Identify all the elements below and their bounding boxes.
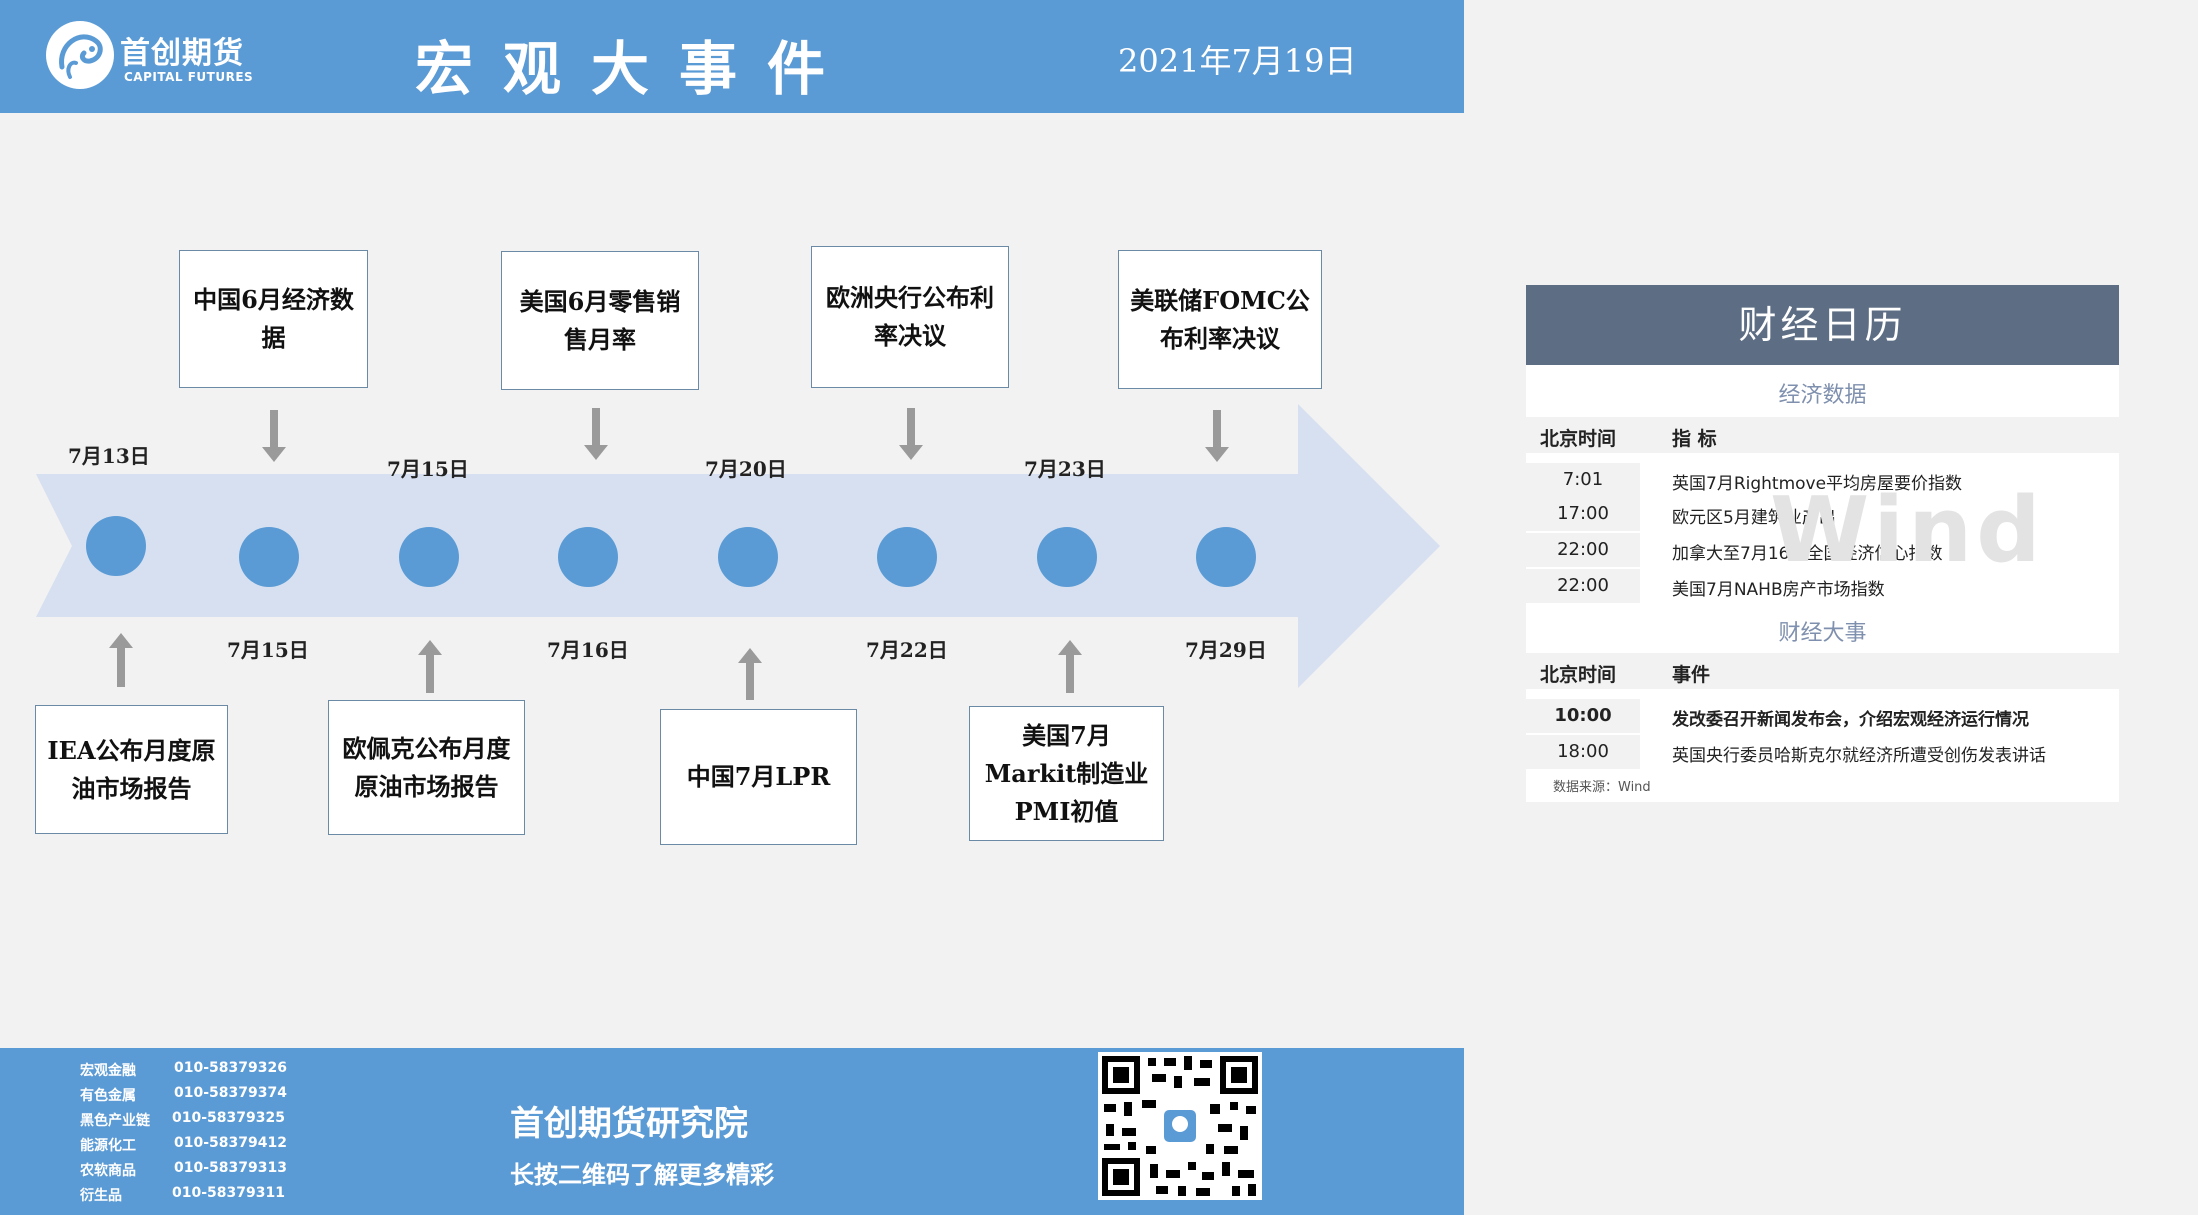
econ-time: 22:00: [1557, 539, 1609, 560]
contact-dept: 黑色产业链: [80, 1113, 150, 1129]
timeline-date-bottom: 7月29日: [1185, 638, 1267, 662]
econ-desc: 英国7月Rightmove平均房屋要价指数: [1672, 474, 1963, 494]
event-desc: 英国央行委员哈斯克尔就经济所遭受创伤发表讲话: [1672, 746, 2046, 766]
event-box-top: 欧洲央行公布利率决议: [811, 246, 1009, 388]
page-title: 宏观大事件: [415, 35, 856, 103]
event-time: 18:00: [1557, 741, 1609, 762]
econ-desc: 加拿大至7月16日全国经济信心指数: [1672, 544, 1943, 564]
contact-dept: 宏观金融: [80, 1063, 136, 1079]
footer-slogan: 长按二维码了解更多精彩: [510, 1161, 774, 1189]
event-box-bottom: 欧佩克公布月度原油市场报告: [328, 700, 525, 835]
timeline-node: [399, 527, 459, 587]
timeline-node: [558, 527, 618, 587]
timeline-node: [1196, 527, 1256, 587]
econ-data-section-title: 经济数据: [1778, 383, 1867, 408]
contact-dept: 衍生品: [80, 1188, 122, 1204]
col-header-time: 北京时间: [1540, 664, 1617, 686]
finance-calendar-panel: 财经日历 经济数据 北京时间 指 标 7:01 英国7月Rightmove平均房屋…: [1526, 285, 2119, 802]
events-header-row: 北京时间 事件: [1526, 653, 2119, 689]
event-box-bottom: 美国7月Markit制造业PMI初值: [969, 706, 1164, 841]
event-row: 18:00 英国央行委员哈斯克尔就经济所遭受创伤发表讲话: [1526, 735, 2119, 769]
event-row: 10:00 发改委召开新闻发布会，介绍宏观经济运行情况: [1526, 699, 2119, 733]
timeline-date-top: 7月13日: [68, 444, 150, 468]
event-box-bottom: 中国7月LPR: [660, 709, 857, 845]
event-time: 10:00: [1554, 705, 1612, 726]
down-arrow-icon: [262, 410, 286, 462]
event-box-top: 美国6月零售销售月率: [501, 251, 699, 390]
econ-time: 7:01: [1562, 469, 1604, 490]
econ-time: 17:00: [1557, 503, 1609, 524]
contact-phone: 010-58379374: [174, 1085, 287, 1101]
econ-header-row: 北京时间 指 标: [1526, 417, 2119, 453]
wind-watermark: Wind: [1770, 478, 2045, 583]
calendar-title: 财经日历: [1526, 285, 2119, 365]
contact-dept: 农软商品: [80, 1163, 136, 1179]
event-desc: 发改委召开新闻发布会，介绍宏观经济运行情况: [1672, 710, 2029, 730]
timeline-node: [86, 516, 146, 576]
contact-dept: 能源化工: [80, 1138, 136, 1154]
econ-desc: 美国7月NAHB房产市场指数: [1672, 580, 1885, 600]
event-box-top: 美联储FOMC公布利率决议: [1118, 250, 1322, 389]
header-banner: [0, 0, 1464, 113]
col-header-time: 北京时间: [1540, 428, 1617, 450]
event-box-bottom: IEA公布月度原油市场报告: [35, 705, 228, 834]
econ-desc: 欧元区5月建筑业产出: [1672, 508, 1836, 528]
col-header-indicator: 指 标: [1672, 428, 1717, 450]
col-header-event: 事件: [1672, 664, 1711, 686]
timeline-date-bottom: 7月16日: [547, 638, 629, 662]
down-arrow-icon: [1205, 410, 1229, 462]
up-arrow-icon: [109, 633, 133, 687]
report-date: 2021年7月19日: [1118, 42, 1357, 80]
down-arrow-icon: [584, 408, 608, 460]
down-arrow-icon: [899, 408, 923, 460]
timeline-node: [877, 527, 937, 587]
logo-mark-icon: [46, 21, 114, 89]
timeline-date-top: 7月23日: [1024, 457, 1106, 481]
timeline-node: [1037, 527, 1097, 587]
events-section-title: 财经大事: [1778, 621, 1867, 646]
contact-phone: 010-58379313: [174, 1160, 287, 1176]
timeline-node: [239, 527, 299, 587]
qr-code-icon[interactable]: [1098, 1052, 1262, 1200]
timeline-graphic: [36, 404, 1440, 700]
logo-text-en: CAPITAL FUTURES: [124, 70, 254, 84]
contact-phone: 010-58379326: [174, 1060, 287, 1076]
econ-row: 22:00 加拿大至7月16日全国经济信心指数: [1526, 533, 2119, 567]
logo-text-cn: 首创期货: [120, 36, 244, 71]
event-box-top: 中国6月经济数据: [179, 250, 368, 388]
contact-phone: 010-58379325: [172, 1110, 285, 1126]
timeline-date-top: 7月15日: [387, 457, 469, 481]
econ-row: 22:00 美国7月NAHB房产市场指数: [1526, 569, 2119, 603]
econ-row: 17:00 欧元区5月建筑业产出: [1526, 497, 2119, 531]
econ-time: 22:00: [1557, 575, 1609, 596]
contact-phone: 010-58379412: [174, 1135, 287, 1151]
contact-phone: 010-58379311: [172, 1185, 285, 1201]
econ-row: 7:01 英国7月Rightmove平均房屋要价指数: [1526, 463, 2119, 497]
contact-dept: 有色金属: [80, 1088, 136, 1104]
timeline-date-top: 7月20日: [705, 457, 787, 481]
institute-name: 首创期货研究院: [510, 1104, 748, 1144]
data-source-note: 数据来源：Wind: [1553, 780, 1651, 795]
up-arrow-icon: [418, 640, 442, 693]
timeline-node: [718, 527, 778, 587]
up-arrow-icon: [738, 648, 762, 700]
up-arrow-icon: [1058, 640, 1082, 693]
timeline-date-bottom: 7月15日: [227, 638, 309, 662]
timeline-date-bottom: 7月22日: [866, 638, 948, 662]
